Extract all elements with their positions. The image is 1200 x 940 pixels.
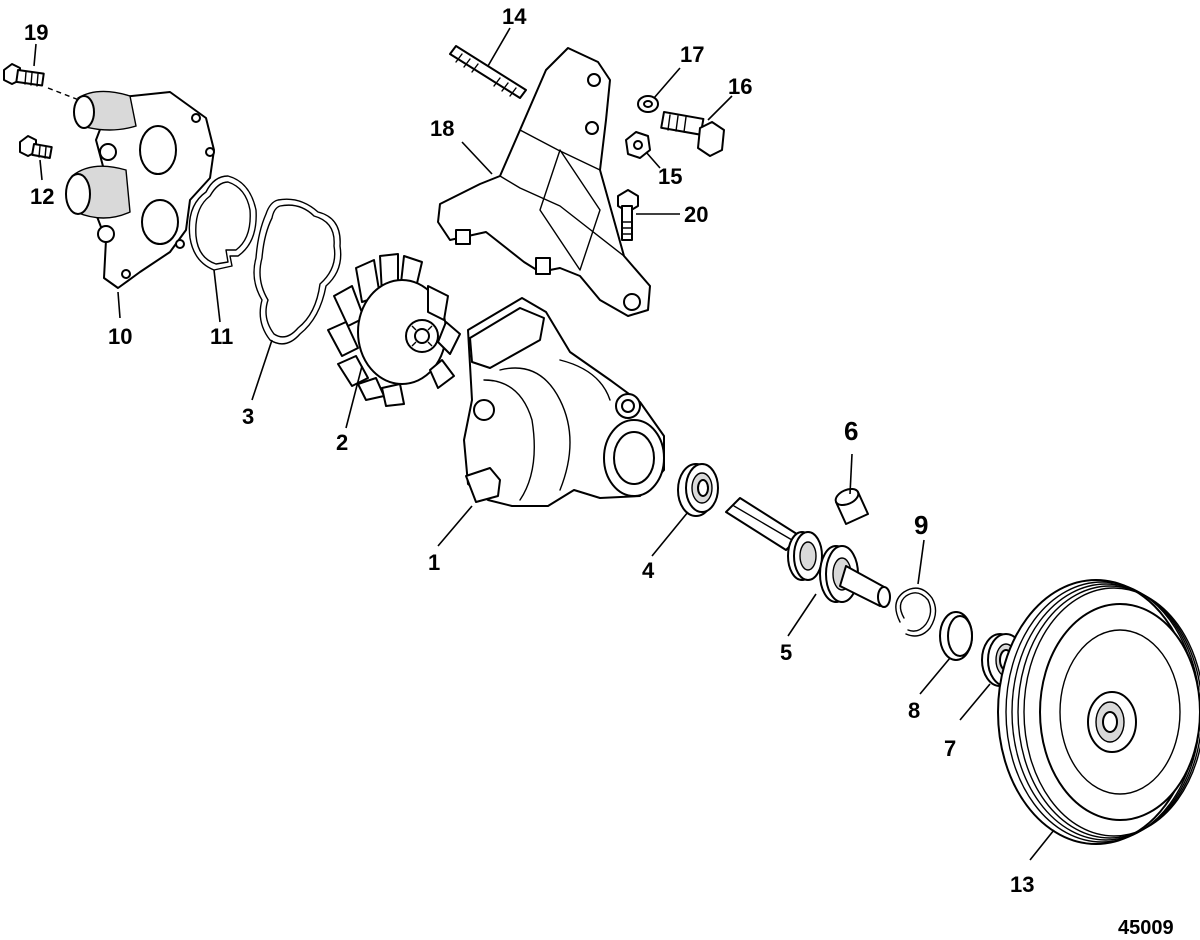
part-8-ring [939,611,973,661]
part-3-seal [253,198,342,345]
callout-17: 17 [680,42,704,67]
part-14-stud [449,45,527,99]
leader-10 [117,291,121,319]
leader-17 [653,67,681,99]
leader-7 [959,683,991,721]
leader-14 [487,27,511,67]
callout-labels: 19 12 10 11 3 2 1 14 18 17 16 15 20 6 4 … [24,4,1174,939]
leader-2 [345,365,363,429]
callout-12: 12 [30,184,54,209]
callout-20: 20 [684,202,708,227]
callout-8: 8 [908,698,920,723]
callout-3: 3 [242,404,254,429]
leader-19 [33,43,37,67]
part-13-pulley [997,579,1200,845]
part-15-nut [625,131,651,159]
callout-4: 4 [642,558,655,583]
callout-10: 10 [108,324,132,349]
part-9-retaining-ring [895,587,937,637]
part-18-bracket [437,47,651,317]
leader-1 [437,505,473,547]
callout-19: 19 [24,20,48,45]
leader-3 [251,339,273,401]
callout-14: 14 [502,4,527,29]
part-17-washer [637,95,659,113]
figure-number: 45009 [1118,917,1174,939]
leader-8 [919,657,951,695]
leader-11 [213,269,221,323]
leader-5 [787,593,817,637]
leader-6 [849,453,853,495]
callout-5: 5 [780,640,792,665]
leader-18 [461,141,493,175]
part-10-cover-plate [65,90,215,289]
callout-15: 15 [658,164,682,189]
leader-16 [707,95,733,121]
part-1-pump-body [463,297,665,507]
part-11-gasket [188,175,257,271]
callout-13: 13 [1010,872,1034,897]
part-2-impeller [327,253,461,407]
callout-2: 2 [336,430,348,455]
leader-lines [33,27,1055,861]
part-4-bearing [677,463,719,517]
part-5-shaft [725,497,891,608]
callout-11: 11 [210,324,233,349]
leader-12 [39,159,43,181]
callout-7: 7 [944,736,956,761]
callout-16: 16 [728,74,752,99]
leader-15 [645,151,661,169]
part-19-screw [3,63,111,113]
leader-9 [917,539,925,585]
leader-4 [651,511,689,557]
callout-1: 1 [428,550,440,575]
part-16-bolt [660,111,725,157]
callout-6: 6 [844,416,858,446]
callout-18: 18 [430,116,454,141]
part-12-screw [19,135,53,159]
leader-13 [1029,829,1055,861]
part-20-bolt [617,189,639,241]
part-6-bushing [834,487,869,525]
callout-9: 9 [914,510,928,540]
